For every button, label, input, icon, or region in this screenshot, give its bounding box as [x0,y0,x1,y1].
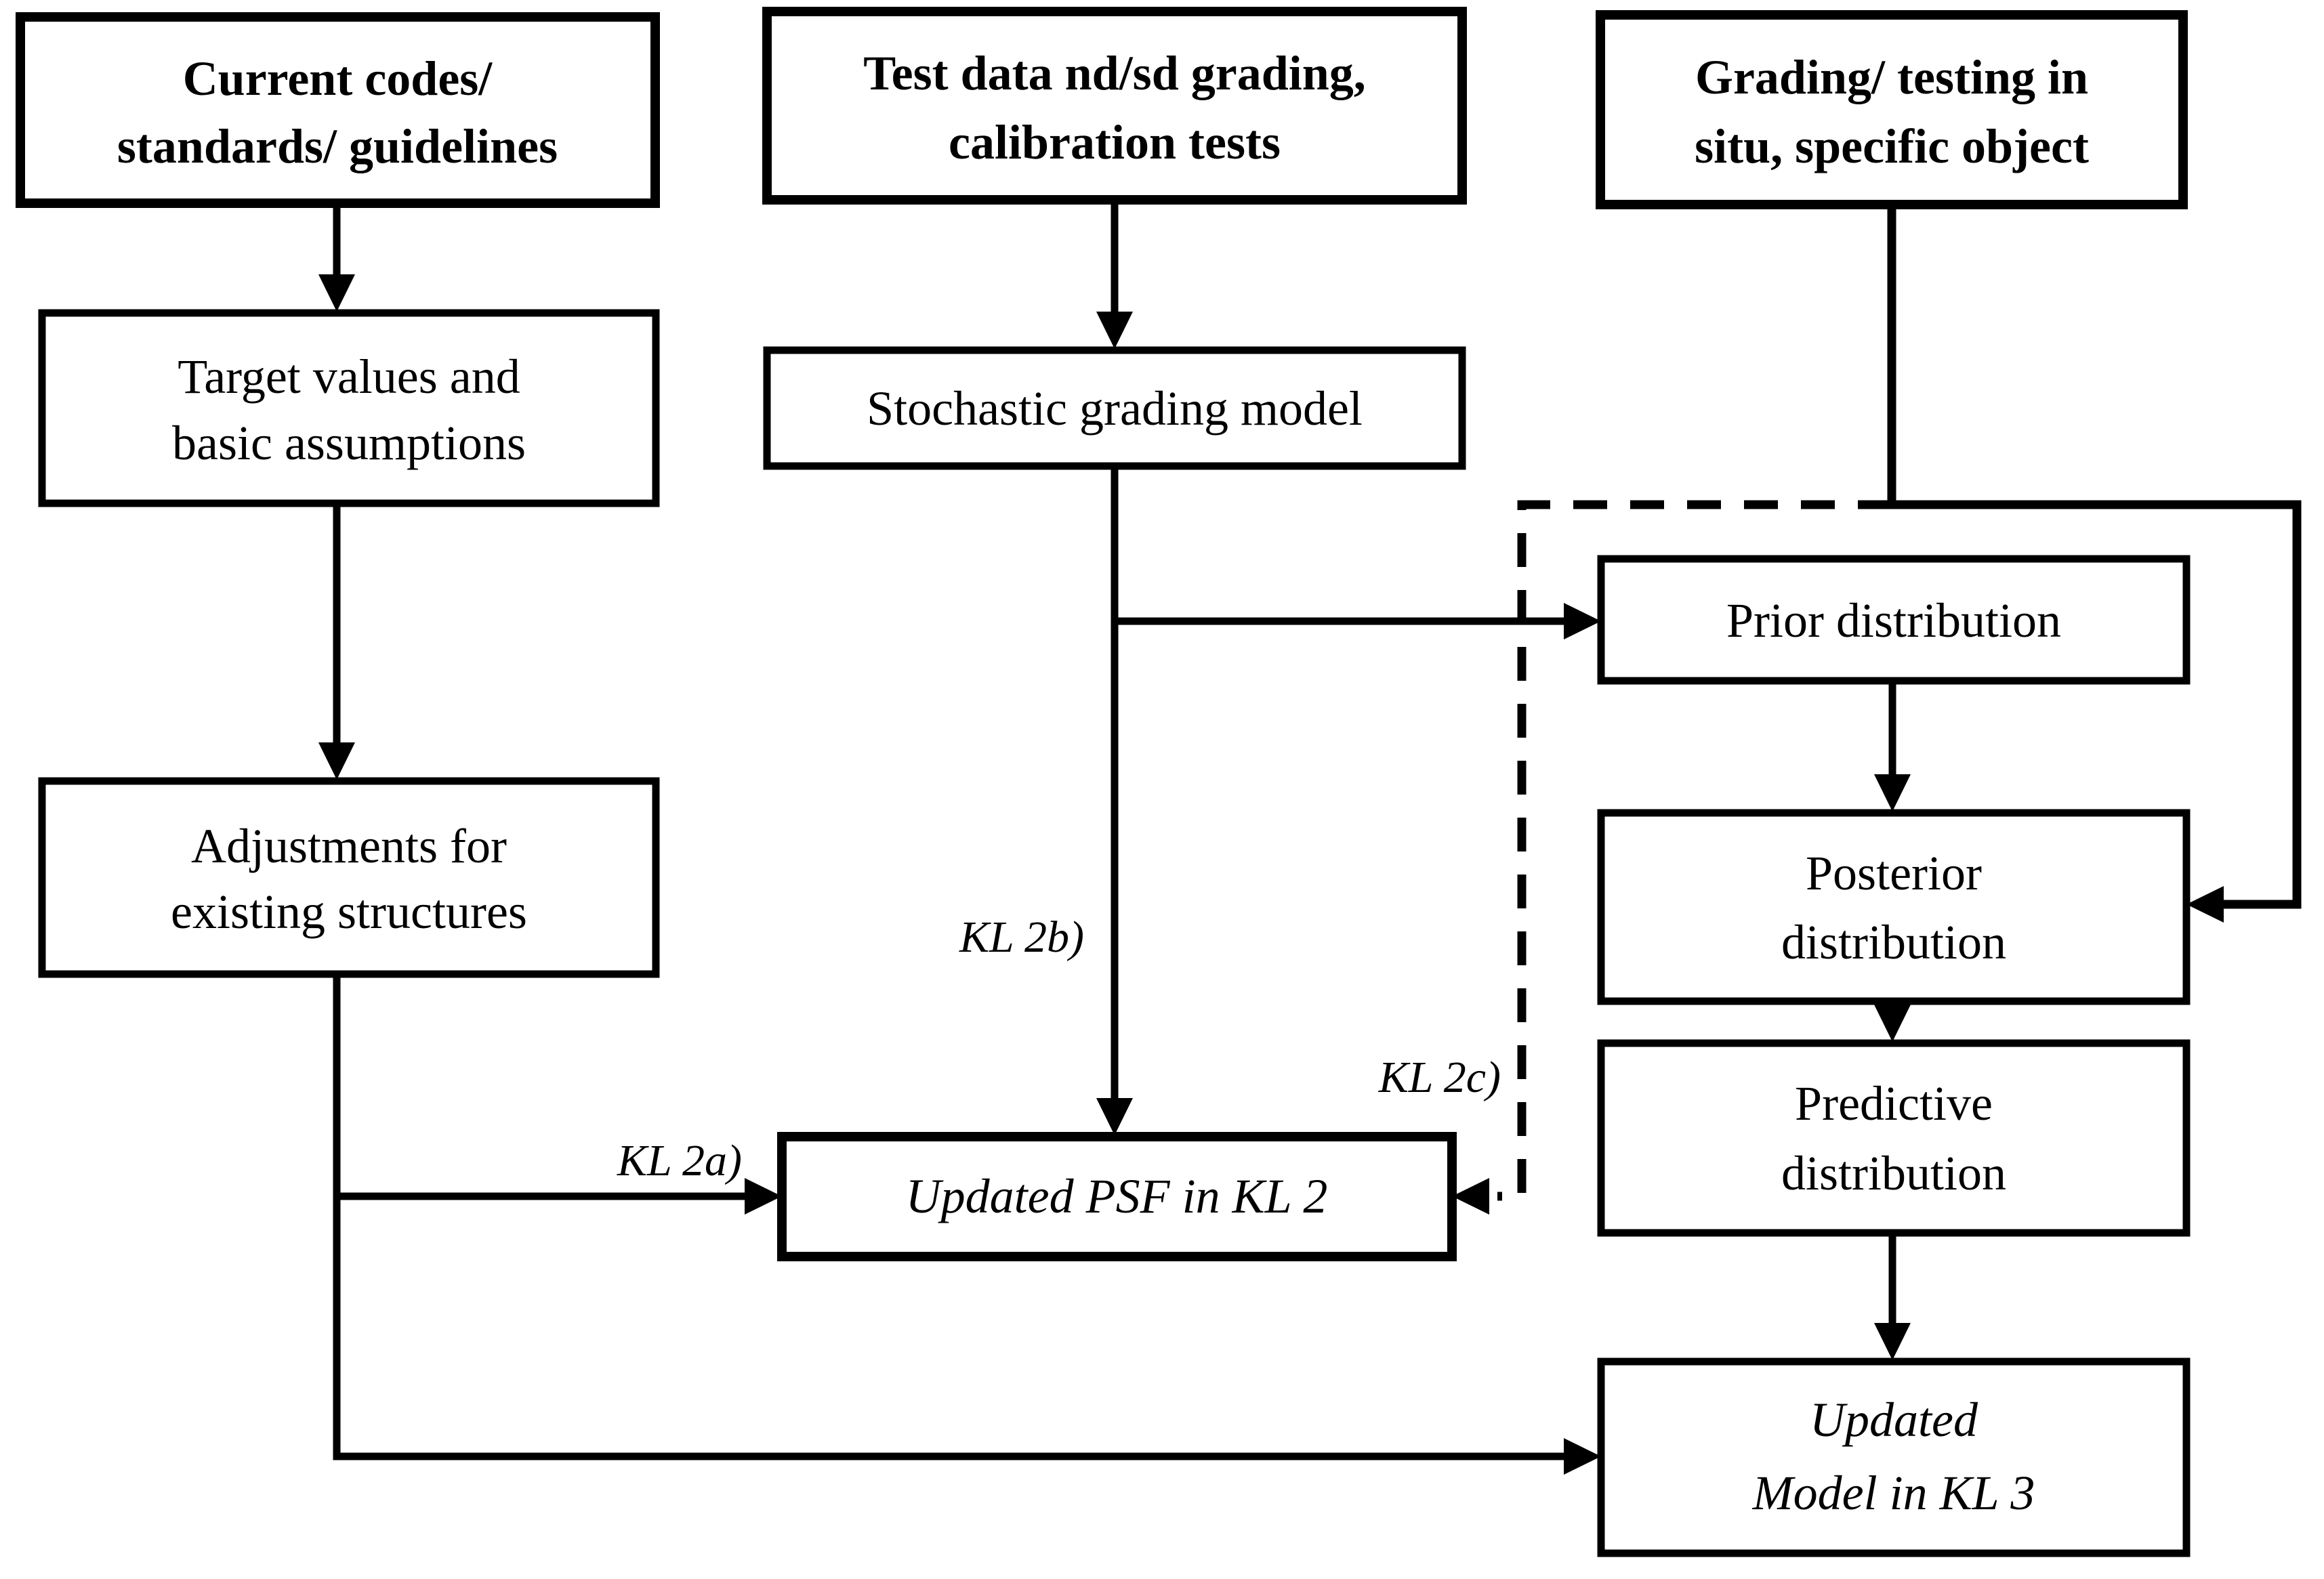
box-current-codes-line1: Current codes/ [183,51,493,106]
box-target-values-line2: basic assumptions [172,416,526,470]
arrowhead-right-icon [1564,603,1601,639]
arrowhead-down-icon [318,742,355,780]
arrowhead-right-icon [1564,1438,1601,1475]
arrow-test-to-stochastic [1096,200,1133,349]
box-target-values-line1: Target values and [178,350,520,404]
box-adjustments-line2: existing structures [171,885,527,939]
arrow-predictive-to-updated-model [1874,1233,1911,1360]
arrow-kl2b-to-updated-psf [1096,466,1133,1135]
box-updated-model-line2: Model in KL 3 [1752,1466,2035,1520]
arrowhead-left-icon [1452,1178,1489,1215]
box-grading-testing-line2: situ, specific object [1695,119,2089,173]
box-predictive-distribution: Predictive distribution [1597,1039,2191,1237]
arrowhead-down-icon [318,274,355,312]
arrowhead-down-icon [1874,1323,1911,1360]
box-current-codes-line2: standards/ guidelines [117,119,558,173]
box-updated-model: Updated Model in KL 3 [1597,1357,2191,1557]
box-stochastic-model: Stochastic grading model [763,346,1466,470]
arrowhead-right-icon [745,1178,782,1215]
arrow-adjustments-to-updated-model [333,974,1601,1475]
arrowhead-down-icon [1096,312,1133,349]
arrow-prior-to-posterior [1874,681,1911,812]
arrow-grading-to-posterior [1887,205,2302,923]
label-kl2a: KL 2a) [617,1136,742,1185]
arrowhead-down-icon [1096,1098,1133,1135]
label-kl2c: KL 2c) [1378,1053,1501,1102]
arrow-stochastic-to-prior [1115,603,1601,639]
arrow-kl2c-dashed-to-updated-psf [1452,500,1892,1215]
box-adjustments: Adjustments for existing structures [38,777,660,978]
box-target-values: Target values and basic assumptions [38,309,660,507]
arrowhead-down-icon [1874,774,1911,812]
box-grading-testing-line1: Grading/ testing in [1695,50,2088,104]
box-test-data-line2: calibration tests [949,115,1281,169]
box-grading-testing: Grading/ testing in situ, specific objec… [1596,10,2188,209]
box-predictive-distribution-line1: Predictive [1795,1076,1993,1131]
box-posterior-distribution-line1: Posterior [1806,846,1982,900]
arrow-posterior-to-predictive [1874,1001,1911,1042]
label-kl2b: KL 2b) [959,912,1084,962]
box-stochastic-model-line1: Stochastic grading model [867,381,1363,436]
arrow-target-to-adjustments [318,503,355,780]
arrowhead-left-icon [2186,886,2224,923]
arrow-kl2a-to-updated-psf [337,1178,782,1215]
box-posterior-distribution-line2: distribution [1781,915,2006,969]
box-predictive-distribution-line2: distribution [1781,1146,2006,1200]
arrowhead-down-icon [1874,1005,1911,1042]
box-updated-psf: Updated PSF in KL 2 [777,1132,1457,1261]
box-posterior-distribution: Posterior distribution [1597,809,2191,1005]
arrow-codes-to-target [318,203,355,312]
box-updated-psf-line1: Updated PSF in KL 2 [906,1169,1328,1223]
box-adjustments-line1: Adjustments for [191,819,507,873]
box-updated-model-line1: Updated [1810,1393,1978,1447]
box-test-data-line1: Test data nd/sd grading, [863,46,1366,100]
box-current-codes: Current codes/ standards/ guidelines [16,12,660,208]
box-test-data: Test data nd/sd grading, calibration tes… [762,7,1467,205]
box-prior-distribution-line1: Prior distribution [1726,593,2061,648]
box-prior-distribution: Prior distribution [1597,555,2191,685]
